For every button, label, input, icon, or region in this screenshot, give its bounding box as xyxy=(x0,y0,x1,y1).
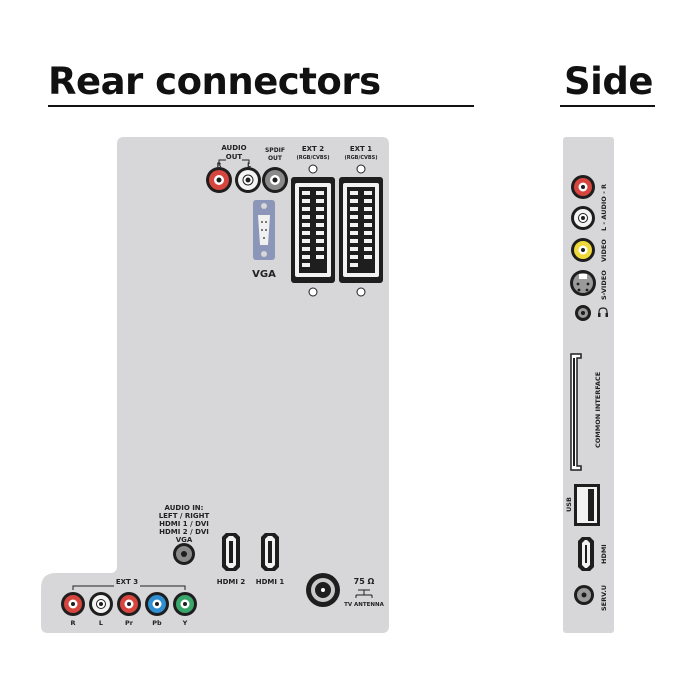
audio-out-l-label: L xyxy=(247,162,251,169)
antenna-label: TV ANTENNA xyxy=(344,602,384,608)
ext3-jacks xyxy=(61,592,197,616)
antenna-ohm-label: 75 Ω xyxy=(354,577,375,586)
side-video-jack[interactable] xyxy=(571,238,595,262)
audio-in-line5: VGA xyxy=(176,536,193,544)
side-usb-label: USB xyxy=(565,497,573,512)
tv-antenna-port[interactable] xyxy=(306,573,340,607)
rear-panel xyxy=(41,137,389,633)
audio-in-jack[interactable] xyxy=(173,543,195,565)
side-service-label: SERV.U xyxy=(600,585,608,611)
audio-in-line4: HDMI 2 / DVI xyxy=(159,528,209,536)
side-hdmi-port[interactable] xyxy=(578,537,594,571)
ext2-sublabel: (RGB/CVBS) xyxy=(296,155,329,161)
vga-label: VGA xyxy=(252,269,276,280)
ext3-jack-l[interactable] xyxy=(89,592,113,616)
side-title-underline xyxy=(560,105,655,107)
spdif-label: SPDIF xyxy=(265,147,285,154)
side-headphone-jack[interactable] xyxy=(575,305,591,321)
audio-out-l-jack[interactable] xyxy=(235,167,261,193)
ext1-sublabel: (RGB/CVBS) xyxy=(344,155,377,161)
side-audio-l-jack[interactable] xyxy=(571,206,595,230)
audio-out-title: AUDIO xyxy=(221,144,246,152)
ext3-jack-pr[interactable] xyxy=(117,592,141,616)
common-interface-slot[interactable] xyxy=(570,353,582,471)
ext3-bracket xyxy=(72,585,186,590)
spdif-out-jack[interactable] xyxy=(262,167,288,193)
side-hdmi-label: HDMI xyxy=(600,544,608,564)
ext3-title: EXT 3 xyxy=(116,578,138,586)
ext3-jack-label-l: L xyxy=(99,619,103,627)
hdmi1-port[interactable] xyxy=(261,533,279,571)
side-svideo-port[interactable] xyxy=(570,270,596,296)
side-svideo-label: S-VIDEO xyxy=(600,270,608,300)
common-interface-label: COMMON INTERFACE xyxy=(594,372,602,448)
ext3-jack-y[interactable] xyxy=(173,592,197,616)
audio-out-subtitle: OUT xyxy=(226,153,243,161)
audio-out-bracket xyxy=(218,159,250,164)
ext3-jack-label-pb: Pb xyxy=(152,619,162,627)
ext2-scart-port[interactable] xyxy=(291,177,335,283)
side-audio-r-jack[interactable] xyxy=(571,175,595,199)
audio-in-line2: LEFT / RIGHT xyxy=(159,512,210,520)
audio-out-r-jack[interactable] xyxy=(206,167,232,193)
vga-port[interactable] xyxy=(253,200,275,260)
ext3-jack-pb[interactable] xyxy=(145,592,169,616)
ext1-screw-bottom xyxy=(356,287,366,297)
side-video-label: VIDEO xyxy=(600,239,608,262)
ext1-scart-port[interactable] xyxy=(339,177,383,283)
rear-connectors-title: Rear connectors xyxy=(48,60,381,103)
hdmi2-label: HDMI 2 xyxy=(217,578,246,586)
hdmi2-port[interactable] xyxy=(222,533,240,571)
rear-title-underline xyxy=(48,105,474,107)
ext3-labels: R L Pr Pb Y xyxy=(70,619,187,627)
ext2-screw-top xyxy=(308,164,318,174)
ext3-jack-label-pr: Pr xyxy=(125,619,134,627)
spdif-out-label: OUT xyxy=(268,155,283,162)
antenna-symbol xyxy=(355,589,373,598)
audio-out-r-label: R xyxy=(217,162,222,169)
ext3-jack-r[interactable] xyxy=(61,592,85,616)
hdmi1-label: HDMI 1 xyxy=(256,578,285,586)
audio-in-line3: HDMI 1 / DVI xyxy=(159,520,209,528)
headphone-icon xyxy=(598,307,608,317)
ext3-jack-label-y: Y xyxy=(182,619,188,627)
ext3-jack-label-r: R xyxy=(70,619,75,627)
ext2-screw-bottom xyxy=(308,287,318,297)
side-usb-port[interactable] xyxy=(574,484,600,526)
ext2-label: EXT 2 xyxy=(302,145,324,153)
side-title: Side xyxy=(564,60,653,103)
ext1-screw-top xyxy=(356,164,366,174)
side-service-jack[interactable] xyxy=(574,585,594,605)
audio-in-line1: AUDIO IN: xyxy=(165,504,204,512)
ext1-label: EXT 1 xyxy=(350,145,372,153)
side-audio-label: L - AUDIO - R xyxy=(600,184,608,231)
